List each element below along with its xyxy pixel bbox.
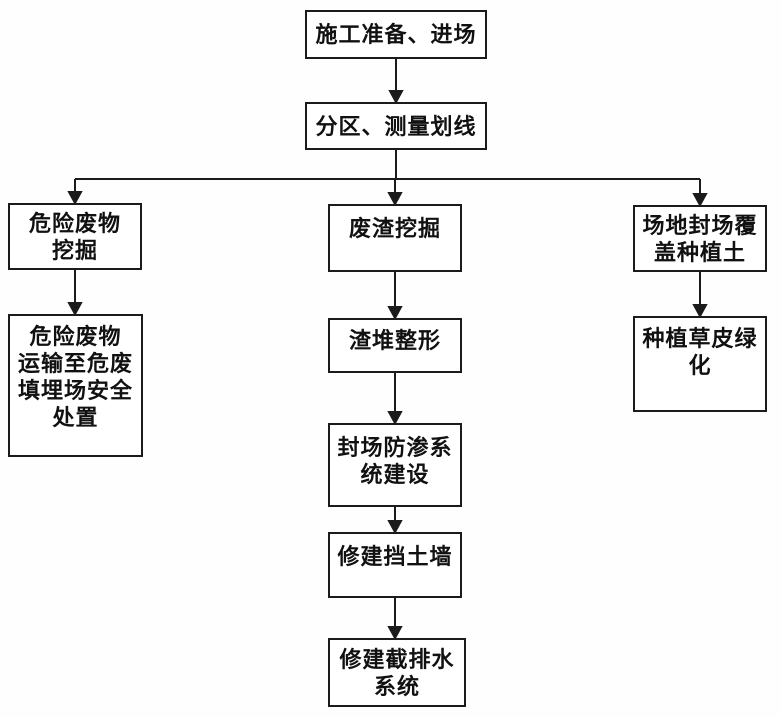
connector-wall-to-drainage: [387, 598, 403, 641]
node-capping-system: 封场防渗系 统建设: [328, 423, 462, 507]
connector-hazexcavation-to-disposal: [67, 270, 83, 317]
node-hazwaste-disposal-label: 危险废物 运输至危废 填埋场安全 处置: [17, 324, 133, 430]
node-slag-excavation-label: 废渣挖掘: [348, 216, 441, 241]
node-retaining-wall: 修建挡土墙: [328, 532, 462, 598]
node-drainage-system-label: 修建截排水 系统: [339, 647, 455, 699]
connector-capping-to-wall: [387, 507, 403, 535]
node-capping-system-label: 封场防渗系 统建设: [337, 435, 453, 487]
node-zoning: 分区、测量划线: [305, 102, 487, 150]
connector-branch-trunk: [75, 150, 700, 180]
node-slag-excavation: 废渣挖掘: [328, 204, 462, 272]
connector-prep-to-zoning: [388, 59, 404, 105]
node-zoning-label: 分区、测量划线: [315, 113, 477, 139]
node-retaining-wall-label: 修建挡土墙: [337, 544, 453, 569]
connector-sitecover-to-planting: [692, 272, 708, 319]
node-hazwaste-disposal: 危险废物 运输至危废 填埋场安全 处置: [8, 314, 143, 457]
node-planting-label: 种植草皮绿 化: [642, 326, 758, 378]
connector-slagexcavation-to-shaping: [387, 272, 403, 321]
node-drainage-system: 修建截排水 系统: [328, 638, 466, 707]
node-prep: 施工准备、进场: [305, 10, 487, 59]
node-hazwaste-excavation-label: 危险废物 挖掘: [28, 210, 121, 263]
node-site-cover: 场地封场覆 盖种植土: [633, 205, 767, 272]
node-planting: 种植草皮绿 化: [633, 316, 767, 412]
node-prep-label: 施工准备、进场: [315, 22, 477, 47]
node-slag-shaping-label: 渣堆整形: [348, 328, 441, 353]
node-hazwaste-excavation: 危险废物 挖掘: [8, 203, 142, 270]
connector-branch-right: [692, 179, 708, 208]
connector-branch-left: [67, 179, 83, 206]
node-site-cover-label: 场地封场覆 盖种植土: [642, 213, 758, 265]
connector-shaping-to-capping: [387, 373, 403, 426]
node-slag-shaping: 渣堆整形: [328, 318, 462, 373]
connector-branch-middle: [387, 179, 403, 207]
